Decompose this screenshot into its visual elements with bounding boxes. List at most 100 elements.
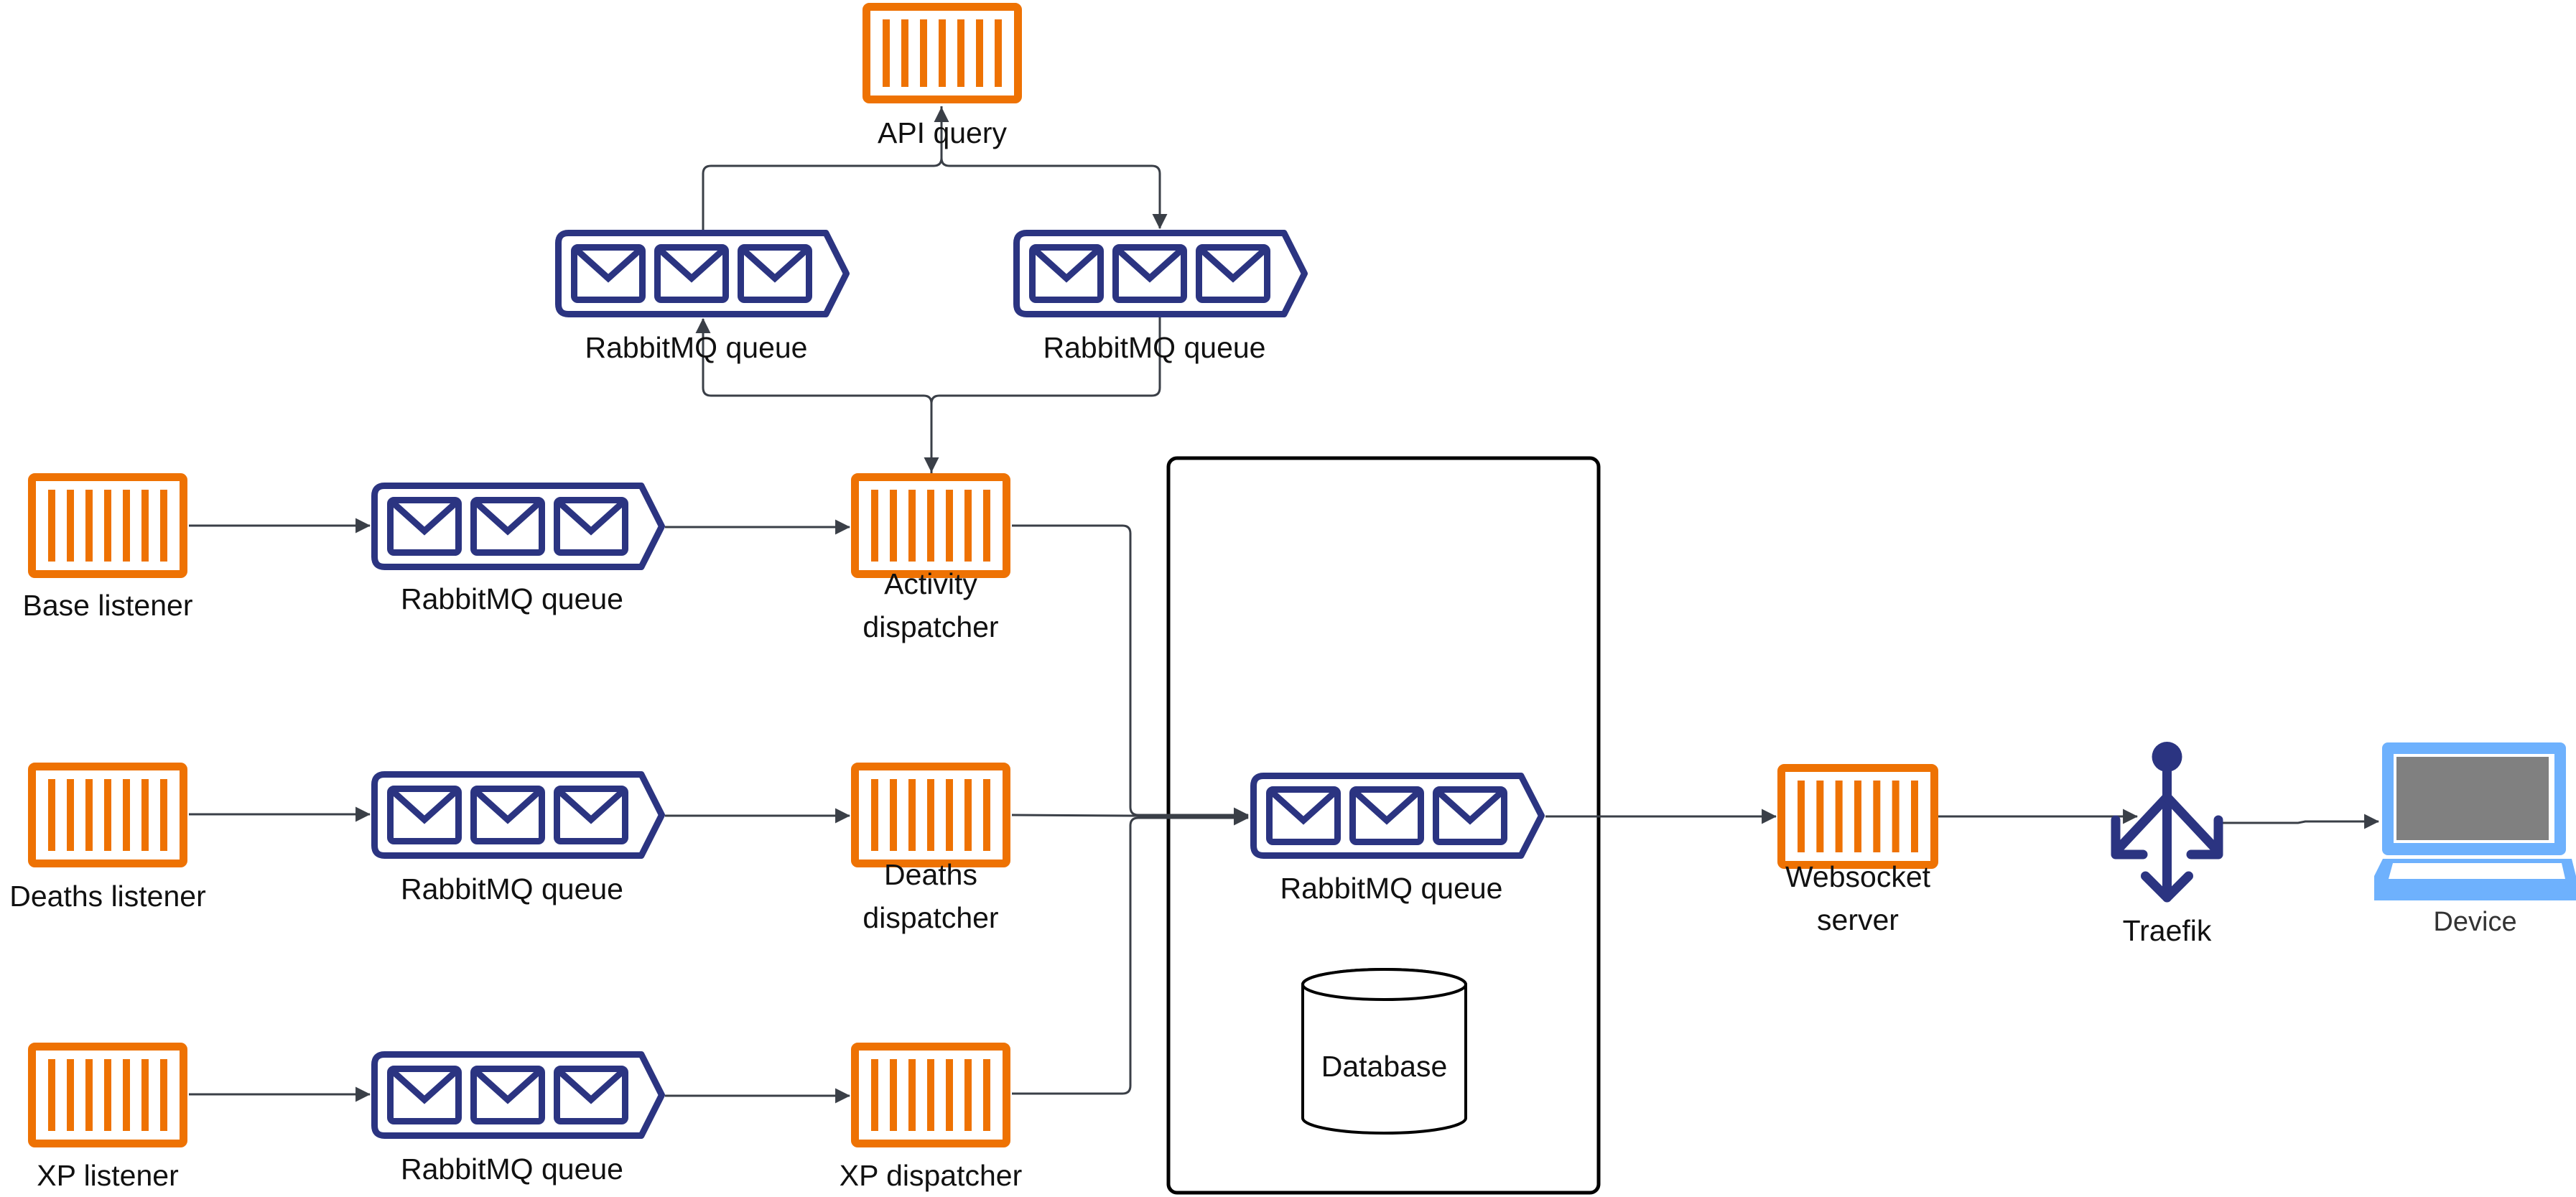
container-bar <box>946 490 953 562</box>
edge-xp-dispatcher-to-queue-central[interactable] <box>1012 810 1250 1095</box>
container-bar <box>871 490 878 562</box>
container-bar <box>85 490 93 562</box>
deaths-dispatcher-label: Deaths <box>884 858 977 891</box>
edge-traefik-to-device[interactable] <box>2223 814 2380 829</box>
queue-deaths-node[interactable]: RabbitMQ queue <box>371 771 665 905</box>
message-queue-icon <box>371 483 665 570</box>
api-query-node[interactable]: API query <box>862 3 1022 149</box>
container-bar <box>1892 781 1900 852</box>
container-service-icon <box>28 473 187 578</box>
edge-activity-dispatcher-to-queue-central[interactable] <box>1012 524 1250 823</box>
xp-dispatcher-label: XP dispatcher <box>840 1159 1023 1192</box>
device-node[interactable]: Device <box>2374 742 2576 937</box>
database-label: Database <box>1321 1050 1448 1083</box>
edges-layer <box>189 106 2380 1104</box>
container-bar <box>964 779 972 851</box>
traefik-label: Traefik <box>2123 914 2212 947</box>
activity-dispatcher-label: Activity <box>884 567 977 600</box>
envelope-icon <box>1266 786 1341 845</box>
message-queue-icon <box>555 230 850 317</box>
deaths-listener-node[interactable]: Deaths listener <box>9 763 206 913</box>
container-bar <box>964 1059 972 1131</box>
queue-api-out-node[interactable]: RabbitMQ queue <box>1013 230 1308 364</box>
container-bar <box>871 1059 878 1131</box>
envelope-icon <box>738 244 812 303</box>
container-bar <box>1854 781 1861 852</box>
container-bar <box>48 490 55 562</box>
envelope-icon <box>470 1066 545 1124</box>
queue-central-node[interactable]: RabbitMQ queue <box>1250 773 1545 905</box>
container-bar <box>890 779 897 851</box>
container-bar <box>883 19 890 87</box>
container-bar <box>141 1059 149 1131</box>
container-bar <box>946 1059 953 1131</box>
envelope-icon <box>1112 244 1187 303</box>
container-bar <box>1911 781 1918 852</box>
deaths-dispatcher-node[interactable]: Deaths dispatcher <box>851 763 1010 934</box>
container-bar <box>48 1059 55 1131</box>
queue-base-node[interactable]: RabbitMQ queue <box>371 483 665 615</box>
traefik-node[interactable]: Traefik <box>2111 742 2223 947</box>
container-bar <box>908 490 916 562</box>
envelope-icon <box>1349 786 1424 845</box>
container-bar <box>141 490 149 562</box>
container-bar <box>67 779 74 851</box>
base-listener-node[interactable]: Base listener <box>22 473 193 622</box>
container-bar <box>123 1059 130 1131</box>
edge-deaths-dispatcher-to-queue-central[interactable] <box>1011 809 1250 824</box>
message-queue-icon <box>1013 230 1308 317</box>
activity-dispatcher-node[interactable]: Activity dispatcher <box>851 473 1010 643</box>
queue-api-in-node[interactable]: RabbitMQ queue <box>555 230 850 364</box>
message-queue-icon <box>371 771 665 859</box>
container-bar <box>1798 781 1805 852</box>
laptop-icon <box>2374 742 2576 900</box>
container-bar <box>871 779 878 851</box>
envelope-icon <box>387 1066 462 1124</box>
container-bar <box>141 779 149 851</box>
queue-api-in-label: RabbitMQ queue <box>585 331 808 364</box>
envelope-icon <box>1029 244 1104 303</box>
container-service-icon <box>862 3 1022 103</box>
container-bar <box>939 19 946 87</box>
container-service-icon <box>851 473 1010 578</box>
container-service-icon <box>851 763 1010 867</box>
envelope-icon <box>1196 244 1270 303</box>
envelope-icon <box>554 497 628 556</box>
edge-queue-api-in-to-api-query[interactable] <box>702 106 949 230</box>
container-service-icon <box>28 1043 187 1147</box>
container-bar <box>908 779 916 851</box>
base-listener-label: Base listener <box>22 589 192 622</box>
message-queue-icon <box>1250 773 1545 859</box>
envelope-icon <box>387 786 462 844</box>
api-query-label: API query <box>878 116 1008 149</box>
container-bar <box>995 19 1002 87</box>
container-bar <box>1835 781 1843 852</box>
envelope-icon <box>571 244 646 303</box>
database-cylinder-icon <box>1301 968 1467 1135</box>
activity-dispatcher-label: dispatcher <box>862 610 998 643</box>
container-bar <box>67 490 74 562</box>
container-bar <box>890 490 897 562</box>
container-bar <box>104 1059 111 1131</box>
device-label: Device <box>2433 907 2516 937</box>
xp-dispatcher-node[interactable]: XP dispatcher <box>840 1043 1023 1192</box>
container-bar <box>123 779 130 851</box>
container-bar <box>85 779 93 851</box>
queue-base-label: RabbitMQ queue <box>401 582 623 615</box>
queue-deaths-label: RabbitMQ queue <box>401 872 623 905</box>
container-bar <box>160 1059 167 1131</box>
envelope-icon <box>1433 786 1507 845</box>
edge-queue-api-out-to-activity-dispatcher[interactable] <box>924 317 1161 473</box>
queue-central-label: RabbitMQ queue <box>1280 872 1503 905</box>
container-bar <box>983 779 990 851</box>
xp-listener-node[interactable]: XP listener <box>28 1043 187 1192</box>
infrastructure-group-box[interactable] <box>1166 456 1601 1195</box>
container-bar <box>160 779 167 851</box>
envelope-icon <box>554 786 628 844</box>
deaths-dispatcher-label: dispatcher <box>862 901 998 934</box>
database-node[interactable]: Database <box>1301 968 1467 1135</box>
envelope-icon <box>554 1066 628 1124</box>
queue-xp-node[interactable]: RabbitMQ queue <box>371 1051 665 1186</box>
container-bar <box>123 490 130 562</box>
